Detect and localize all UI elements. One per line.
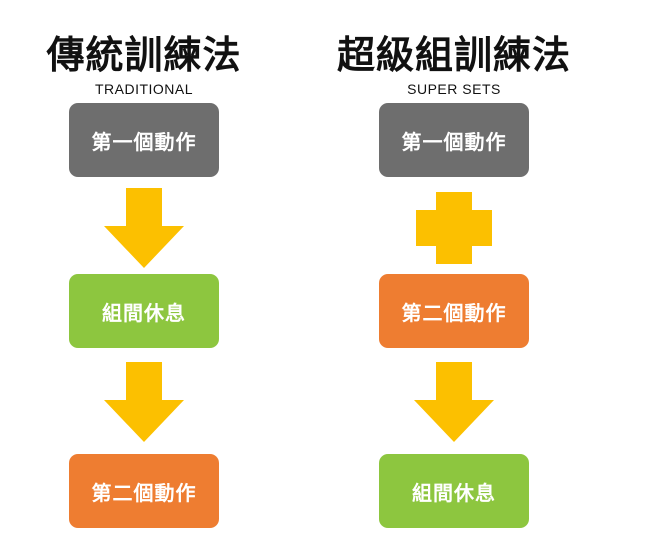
supersets-subtitle: SUPER SETS — [407, 81, 501, 97]
traditional-step-3: 第二個動作 — [69, 454, 219, 528]
supersets-step-2: 第二個動作 — [379, 274, 529, 348]
traditional-column: 傳統訓練法 TRADITIONAL 第一個動作 組間休息 第二個動作 — [9, 0, 279, 557]
traditional-title: 傳統訓練法 — [46, 33, 242, 77]
arrow-down-icon-shape — [104, 362, 184, 442]
supersets-title: 超級組訓練法 — [336, 33, 571, 77]
traditional-subtitle: TRADITIONAL — [94, 81, 194, 97]
plus-icon-shape — [416, 192, 492, 264]
supersets-step-3: 組間休息 — [379, 454, 529, 528]
traditional-step-1: 第一個動作 — [69, 103, 219, 177]
plus-icon — [414, 188, 494, 268]
arrow-down-icon — [104, 362, 184, 442]
arrow-down-icon — [104, 188, 184, 268]
traditional-step-2: 組間休息 — [69, 274, 219, 348]
arrow-down-icon-shape — [414, 362, 494, 442]
arrow-down-icon-shape — [104, 188, 184, 268]
supersets-step-1: 第一個動作 — [379, 103, 529, 177]
arrow-down-icon — [414, 362, 494, 442]
supersets-column: 超級組訓練法 SUPER SETS 第一個動作 第二個動作 組間休息 — [319, 0, 589, 557]
